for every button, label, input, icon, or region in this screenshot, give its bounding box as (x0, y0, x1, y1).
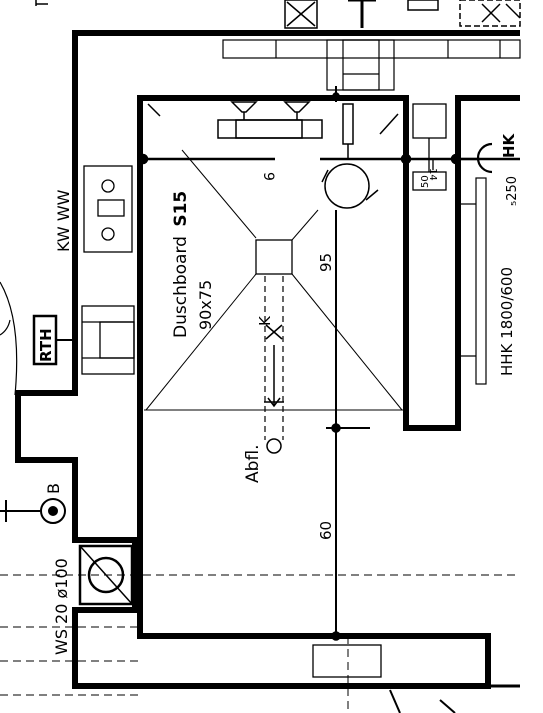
wall-fixture (81, 305, 135, 375)
b-label: B (44, 483, 63, 494)
dimension-9: 9 (260, 172, 276, 181)
rth-label: RTH (37, 328, 55, 362)
dimension-60: 60 (317, 521, 335, 540)
rth-thermostat (0, 281, 75, 396)
drain-label: Abfl. (243, 444, 263, 483)
dimension-95: 95 (317, 253, 335, 272)
radiator-label: HHK 1800/600 (498, 267, 516, 376)
kw-ww-label: KW WW (54, 189, 73, 252)
valve-box (412, 103, 447, 191)
shower-board (144, 149, 404, 411)
radiator-dim: ₅250 (505, 176, 520, 206)
walls (15, 30, 520, 689)
bottom-fixture (312, 644, 520, 713)
shower-size: 90x75 (196, 280, 215, 330)
radiator (458, 177, 487, 385)
corner-hatches (147, 103, 399, 135)
k-mark: K (256, 315, 274, 326)
hk-symbol (458, 142, 493, 174)
b-outlet (0, 498, 66, 524)
dashed-lines (0, 574, 520, 713)
drain-details (264, 324, 284, 454)
valve-dim-14: 14 (427, 168, 438, 181)
top-fixtures (35, 0, 521, 29)
duct-label: WS 20 ø100 (52, 558, 71, 655)
kw-ww-fixture (83, 165, 133, 253)
hk-label: HK (500, 132, 518, 158)
shower-mixer (217, 101, 323, 139)
counter-top (222, 39, 521, 91)
riser-pipe (321, 86, 379, 641)
shower-label: Duschboard S15 (171, 191, 191, 338)
drain-channel (264, 276, 284, 440)
partition-line (137, 153, 520, 165)
valve-dim-50: 50 (420, 175, 431, 188)
